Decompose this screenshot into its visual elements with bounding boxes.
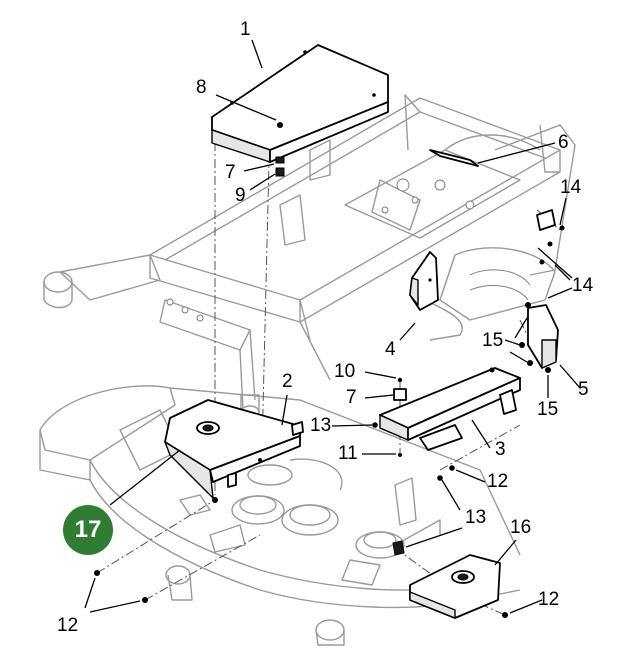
callout-9: 9: [235, 185, 246, 206]
part-5-bracket: [519, 209, 565, 373]
callout-10: 10: [334, 361, 356, 382]
callout-2: 2: [282, 371, 293, 392]
callout-14-lower: 14: [572, 275, 594, 296]
tractor-frame: [43, 94, 576, 411]
callout-6: 6: [558, 132, 569, 153]
leader-lines: [84, 39, 581, 614]
part-2-bracket: [164, 399, 304, 503]
part-4-bracket: [409, 251, 439, 311]
part-6-strap: [429, 149, 479, 167]
callout-14-upper: 14: [560, 177, 582, 198]
callout-7-middle: 7: [346, 387, 357, 408]
callout-4: 4: [385, 339, 396, 360]
callout-15-lower: 15: [537, 399, 559, 420]
callout-1: 1: [240, 19, 251, 40]
callout-badge-17: 17: [63, 505, 113, 555]
callout-12-right-lower: 12: [538, 589, 560, 610]
hardware-12: [94, 570, 508, 618]
hardware-8-7-9: [275, 122, 285, 177]
callout-12-left: 12: [57, 615, 79, 636]
assembly-lines: [96, 119, 561, 616]
callout-12-right-upper: 12: [487, 471, 509, 492]
part-1-cover-plate: [211, 44, 389, 163]
callout-3: 3: [495, 439, 506, 460]
part-16-cover: [409, 554, 501, 619]
part-3-bracket: [379, 367, 521, 451]
callout-13-upper: 13: [310, 415, 332, 436]
callout-7-top: 7: [225, 162, 236, 183]
callout-16: 16: [510, 517, 532, 538]
callout-13-lower: 13: [465, 507, 487, 528]
callout-8: 8: [196, 77, 207, 98]
callout-5: 5: [578, 379, 589, 400]
callout-11: 11: [338, 443, 358, 464]
hardware-10-7-11-13: [372, 377, 455, 556]
callout-15-left: 15: [482, 330, 504, 351]
